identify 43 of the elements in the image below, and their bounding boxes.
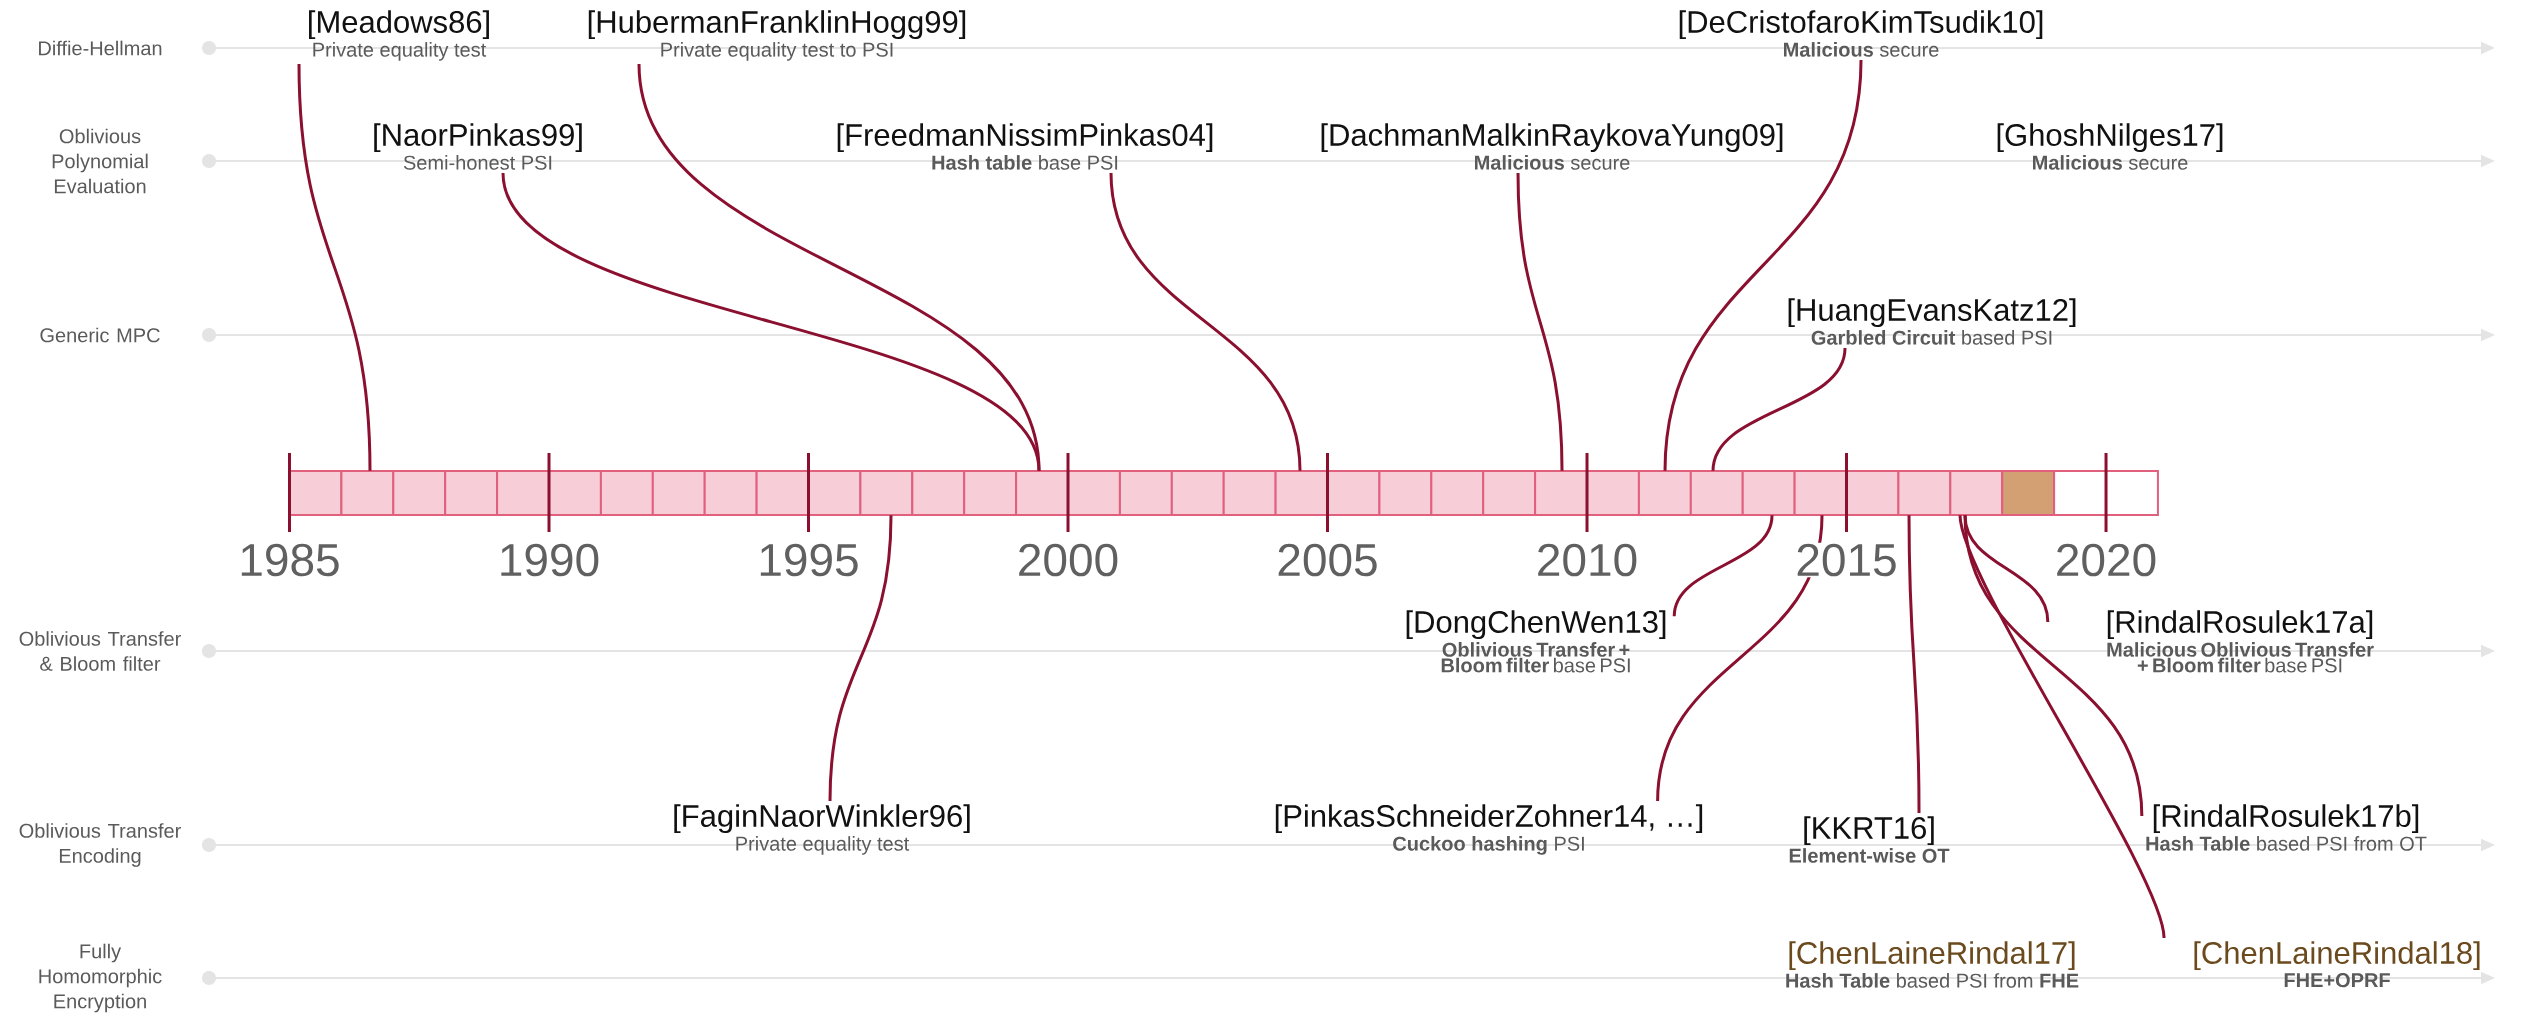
- leader-line: [828, 515, 893, 802]
- citation-label: [ChenLaineRindal18] FHE+OPRF: [2194, 941, 2480, 988]
- year-label: 1985: [237, 542, 342, 578]
- citation-label: [ChenLaineRindal17] Hash Table based PSI from FHE: [1786, 941, 2079, 988]
- citation-label: [RindalRosulek17a] Malicious Oblivious Transfer + Bloom filter base PSI: [2107, 610, 2374, 673]
- leader-line: [1109, 172, 1302, 471]
- year-label: 2000: [1015, 542, 1121, 578]
- citation-label: [NaorPinkas99] Semi-honest PSI: [374, 123, 582, 170]
- citation-label: [RindalRosulek17b] Hash Table based PSI from OT: [2146, 804, 2427, 851]
- leader-line: [1958, 514, 2166, 939]
- citation-label: [HubermanFranklinHogg99] Private equality test to PSI: [588, 10, 966, 61]
- citation-label: [FreedmanNissimPinkas04] Hash table base PSI: [837, 123, 1213, 170]
- row-label: Oblivious Polynomial Evaluation: [52, 128, 148, 194]
- leader-line: [1656, 515, 1824, 802]
- citation-label: [PinkasSchneiderZohner14, …] Cuckoo hashing PSI: [1275, 804, 1703, 855]
- leader-line: [1516, 172, 1564, 471]
- year-label: 1990: [496, 542, 602, 578]
- citation-label: [Meadows86] Private equality test: [309, 10, 489, 61]
- leader-line: [1672, 514, 1774, 617]
- row-label: Generic MPC: [40, 327, 160, 343]
- leader-line: [501, 172, 1041, 472]
- year-label: 2010: [1534, 542, 1640, 578]
- leader-line: [297, 63, 372, 471]
- timeline-bar-drawing: [288, 453, 2159, 532]
- year-label: 2015: [1794, 542, 1899, 578]
- leader-line: [1663, 59, 1863, 471]
- citation-label: [KKRT16] Element-wise OT: [1789, 816, 1950, 863]
- citation-label: [DachmanMalkinRaykovaYung09] Malicious secure: [1321, 123, 1783, 170]
- row-label: Fully Homomorphic Encryption: [39, 943, 162, 1013]
- year-label: 2005: [1275, 542, 1380, 578]
- row-label: Oblivious Transfer & Bloom filter: [19, 631, 181, 671]
- citation-label: [GhoshNilges17] Malicious secure: [1997, 123, 2223, 170]
- year-label: 1995: [756, 542, 861, 578]
- leader-line: [1711, 347, 1847, 472]
- citation-label: [DeCristofaroKimTsudik10] Malicious secure: [1679, 10, 2043, 57]
- leader-line: [1907, 515, 1921, 813]
- citation-label: [HuangEvansKatz12] Garbled Circuit based PSI: [1788, 298, 2076, 345]
- row-label: Oblivious Transfer Encoding: [19, 823, 181, 867]
- row-label: Diffie-Hellman: [39, 40, 162, 56]
- leader-line: [1963, 515, 2144, 817]
- citation-label: [DongChenWen13] Oblivious Transfer + Bloom filter base PSI: [1406, 610, 1666, 673]
- year-label: 2020: [2053, 542, 2159, 578]
- citation-label: [FaginNaorWinkler96] Private equality test: [674, 804, 970, 855]
